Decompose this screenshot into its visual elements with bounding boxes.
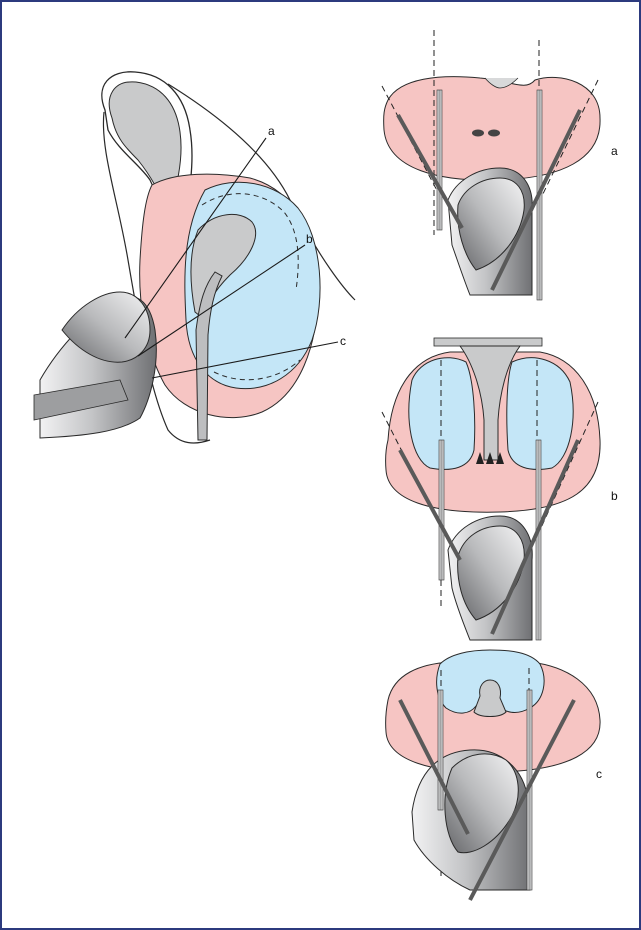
panel-c: c [386,650,602,900]
panel-c-label: c [596,767,602,781]
panel-a-prostate [384,77,600,181]
sagittal-label-a: a [268,124,275,138]
panel-b: b [382,338,618,640]
panel-a-duct-right [488,130,500,137]
panel-c-needle-1 [438,690,443,810]
panel-b-label: b [611,489,618,503]
panel-a-duct-left [472,130,484,137]
panel-b-needle-2 [536,440,541,640]
panel-b-bar [434,338,542,346]
sagittal-view: a b c [34,72,355,443]
sagittal-label-b: b [306,232,313,246]
sagittal-label-c: c [340,334,346,348]
panel-a-label: a [611,144,618,158]
panel-a-needle-1 [437,90,442,230]
panel-b-needle-1 [439,440,444,580]
panel-a: a [382,30,618,300]
